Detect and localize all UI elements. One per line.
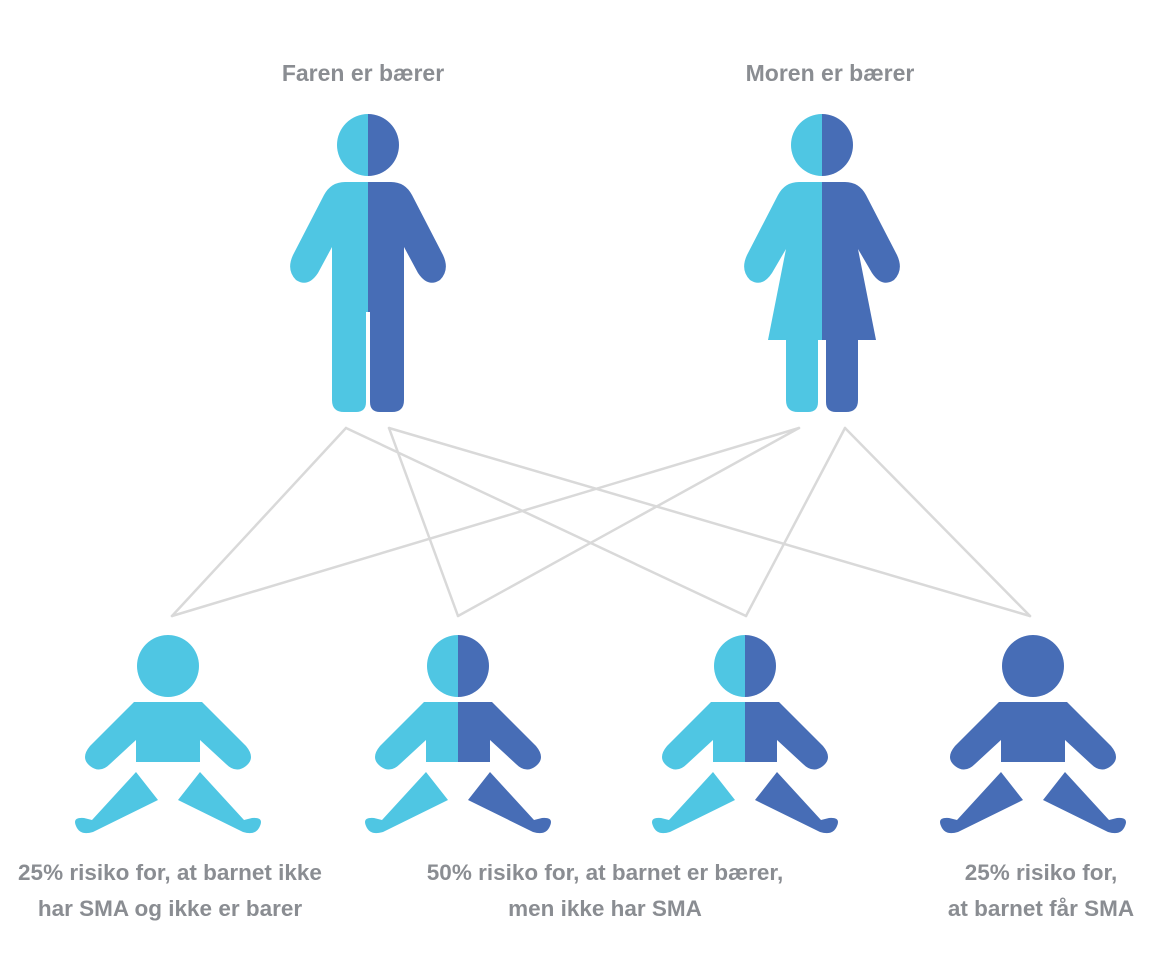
line-father-child4 [387,426,1032,618]
baby-figure-icon [75,635,261,834]
parent-title-father: Faren er bærer [281,60,445,86]
line-mother-child1 [170,426,801,618]
caption-unaffected-line1: 25% risiko for, at barnet ikke [18,860,322,885]
caption-carrier-line2: men ikke har SMA [508,896,702,921]
caption-unaffected-line2: har SMA og ikke er barer [37,896,303,921]
caption-carrier-line1: 50% risiko for, at barnet er bærer, [426,860,784,885]
man-figure-icon [290,114,446,412]
line-father-child3 [344,426,748,618]
parent-title-mother: Moren er bærer [745,60,915,86]
caption-affected: 25% risiko for, at barnet får SMA [918,855,1164,927]
caption-affected-line1: 25% risiko for, [964,860,1118,885]
woman-figure-icon [744,114,900,412]
line-father-child1 [170,426,348,618]
caption-affected-line2: at barnet får SMA [947,896,1135,921]
caption-carrier: 50% risiko for, at barnet er bærer, men … [395,855,815,927]
children-group [75,635,1126,834]
baby-figure-icon [652,635,838,834]
line-mother-child2 [456,426,801,618]
line-mother-child4 [843,426,1032,618]
line-mother-child3 [744,426,847,618]
caption-unaffected: 25% risiko for, at barnet ikke har SMA o… [0,855,340,927]
baby-figure-icon [365,635,551,834]
baby-figure-icon [940,635,1126,834]
line-father-child2 [387,426,460,618]
connection-lines [170,426,1032,618]
